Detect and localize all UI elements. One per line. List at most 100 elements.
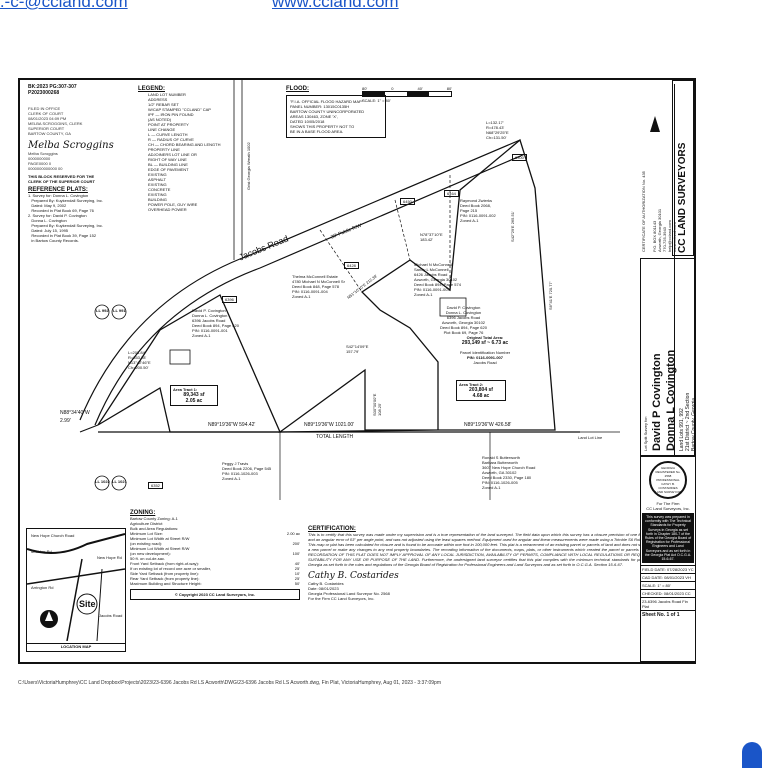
zoning-row-label: Front Yard Setback (from right-of-way): [130, 561, 199, 566]
legend-item: W/CAP STAMPED "CCLAND" CAP [148, 107, 211, 112]
loc-arrington: Arrington Rd [31, 585, 54, 590]
zoning-row: Minimum Lot Width at Street R/W [130, 546, 300, 551]
firm-name: CC LAND SURVEYORS [677, 142, 688, 253]
flood-section: FLOOD: "F.I.A. OFFICIAL FLOOD HAZARD MAP… [286, 86, 386, 138]
zoning-row: (on new development):100' [130, 551, 300, 556]
bearing-2: N89°19'36"W 1021.00' [304, 422, 355, 428]
legend-item: POINT AT PROPERTY [148, 122, 189, 127]
line-f: S42°29'E 265.51' [510, 211, 515, 242]
legend-item: EXISTING [148, 192, 167, 197]
zoning-row: Bulk and Area Regulations: [130, 526, 300, 531]
area-tract-1-title: Area Tract 1: [173, 387, 198, 392]
zoning-row: If on existing lot of record one acre or… [130, 566, 300, 571]
ll-992: LL 992 [96, 308, 109, 313]
zoning-row: Minimum Lot Size:2.00 ac [130, 531, 300, 536]
website-link[interactable]: www.ccland.com [272, 0, 399, 11]
owner-michael: Michael N McConnell Sandy L McConnell 64… [414, 262, 461, 297]
scale-label: SCALE: 1" = 80' [362, 98, 391, 103]
scroll-up-icon[interactable] [742, 742, 762, 768]
title-seal-block: GEORGIA REGISTERED No. 2568 PROFESSIONAL… [640, 456, 696, 662]
parcel-road: Jacobs Road [473, 360, 497, 365]
original-area-title: Original Total Area: [466, 335, 504, 340]
loc-madden: Madden Rd [31, 549, 52, 554]
legend-item: LINE CHANGE [148, 127, 176, 132]
zoning-row-label: Rear Yard Setback (from property line): [130, 576, 200, 581]
recording-block: BK:2023 PG:307-307 P2023000268 FILED IN … [28, 84, 124, 184]
firm-signature: For The Firm CC Land Surveyors, Inc. [646, 501, 690, 511]
address-6428: 6428 [344, 262, 359, 269]
legend-item: BUILDING [148, 197, 167, 202]
total-length: TOTAL LENGTH [316, 434, 354, 440]
legend-item: EXISTING [148, 172, 167, 177]
scale-tick: 80' [446, 86, 452, 91]
zoning-row-label: Side Yard Setback (from property line): [130, 571, 199, 576]
scale-tick: 0 [391, 86, 394, 91]
address-6352: 6352 [148, 482, 163, 489]
zoning-row: (on existing road):200' [130, 541, 300, 546]
scale-info: SCALE: 1" = 80' [641, 581, 695, 589]
scale-bar: 80' 0 40' 80' SCALE: 1" = 80' [362, 86, 452, 103]
certification-title: CERTIFICATION: [308, 526, 356, 532]
address-6464: 6464 [444, 190, 459, 197]
zoning-row-label: Maximum Building and Structure Height: [130, 581, 202, 586]
zoning-row-label: Bulk and Area Regulations: [130, 526, 179, 531]
reference-plats-text: 1. Survey for: Donna L. Covington Prepar… [28, 193, 103, 243]
parcel-id-title: Parcel Identification Number [459, 350, 511, 355]
bearing-7: S42°14'09"E 157.79' [346, 344, 369, 354]
bearing-5: N78°37'10"E 183.42' [420, 232, 443, 242]
location-map: New Hope Church Road Madden Rd New Hope … [26, 528, 126, 652]
location-3: Bartow County, Georgia [691, 398, 697, 451]
title-firm-column: CC LAND SURVEYORS [672, 80, 694, 256]
zoning-row-label: Agriculture District [130, 521, 163, 526]
zoning-row-label: If on existing lot of record one acre or… [130, 566, 211, 571]
title-auth-column: CERTIFICATE OF AUTHORIZATION No. 435 [640, 82, 650, 258]
bearing-4: N88°34'40"W [60, 410, 90, 416]
clerk-signature: Melba Scroggins [28, 140, 114, 151]
scale-tick: 80' [362, 86, 368, 91]
parcel-id-value: PIN: 0116-0091-007 [466, 355, 504, 360]
zoning-row-label: Minimum Lot Width at Street R/W [130, 536, 190, 541]
area-tract-1-sf: 89,343 sf [183, 392, 205, 398]
surveyor-name: Cathy B. Costarides [308, 581, 344, 586]
area-tract-2-sf: 203,804 sf [469, 387, 493, 393]
zoning-row: 50 ft. on cul-de-sac. [130, 556, 300, 561]
original-area-value: 293,149 sf ~ 6.73 ac [461, 340, 509, 346]
location-map-title: LOCATION MAP [27, 643, 125, 649]
zoning-row-value: 50' [294, 581, 300, 586]
surveyor-signature: Cathy B. Costarides [308, 571, 399, 581]
owner-peggy: Peggy J Travis Deed Book 2206, Page 545 … [222, 461, 272, 481]
file-name: 23-6396 Jacobs Road Fin Plat [641, 597, 695, 610]
ll-1022: LL 1022 [95, 479, 110, 484]
owner-ronald: Ronald S Butterworth Barbara Butterworth… [482, 455, 536, 490]
zoning-row-value: 10' [294, 571, 300, 576]
zoning-row-label: Minimum Lot Width at Street R/W [130, 546, 190, 551]
email-link[interactable]: ...-.-c-@ccland.com [0, 0, 128, 11]
sheet-number: Sheet No. 1 of 1 [641, 610, 695, 619]
area-tract-2-ac: 4.68 ac [472, 393, 490, 399]
area-tract-1: Area Tract 1: 89,343 sf 2.05 ac [170, 385, 218, 406]
title-contact-column: P.O. BOX 801143 Acworth, Georgia 30101 7… [650, 82, 677, 258]
recording-filed: FILED IN OFFICE CLERK OF COURT 08/01/202… [28, 106, 83, 136]
surveyor-license: Georgia Professional Land Surveyor No. 2… [308, 591, 390, 596]
ll-1021: LL 1021 [112, 479, 127, 484]
legend-item: EXISTING [148, 182, 167, 187]
client-1: David P Covington [651, 353, 663, 451]
bearing-3: N89°19'36"W 426.58' [464, 422, 512, 428]
zoning-row-label: Bartow County Zoning: A-1 [130, 516, 178, 521]
zoning-row-label: Minimum Lot Size: [130, 531, 163, 536]
zoning-row: Agriculture District [130, 521, 300, 526]
bearing-4b: 2.99' [60, 418, 71, 424]
legend-item: BL — BUILDING LINE [148, 162, 188, 167]
legend-item: CH — CHORD BEARING AND LENGTH [148, 142, 221, 147]
zoning-title: ZONING: [130, 510, 156, 516]
zoning-row-value: 25' [294, 576, 300, 581]
clerk-info: Melba Scroggins 0000000000 PAGE0000 0 00… [28, 151, 63, 171]
zoning-row: Rear Yard Setback (from property line): 2… [130, 576, 300, 581]
checked-date: CHECKED: 08/01/2023 CC [641, 589, 695, 597]
owner-raymond: Raymond Zwierks Deed Book 2068, Page 215… [460, 198, 496, 223]
survey-plat-sheet: BK:2023 PG:307-307 P2023000268 FILED IN … [18, 78, 696, 664]
zoning-row: Side Yard Setback (from property line): 1… [130, 571, 300, 576]
certification: CERTIFICATION: This is to certify that t… [308, 526, 672, 601]
field-date: FIELD DATE: 07/28/2023 YC [641, 565, 695, 573]
